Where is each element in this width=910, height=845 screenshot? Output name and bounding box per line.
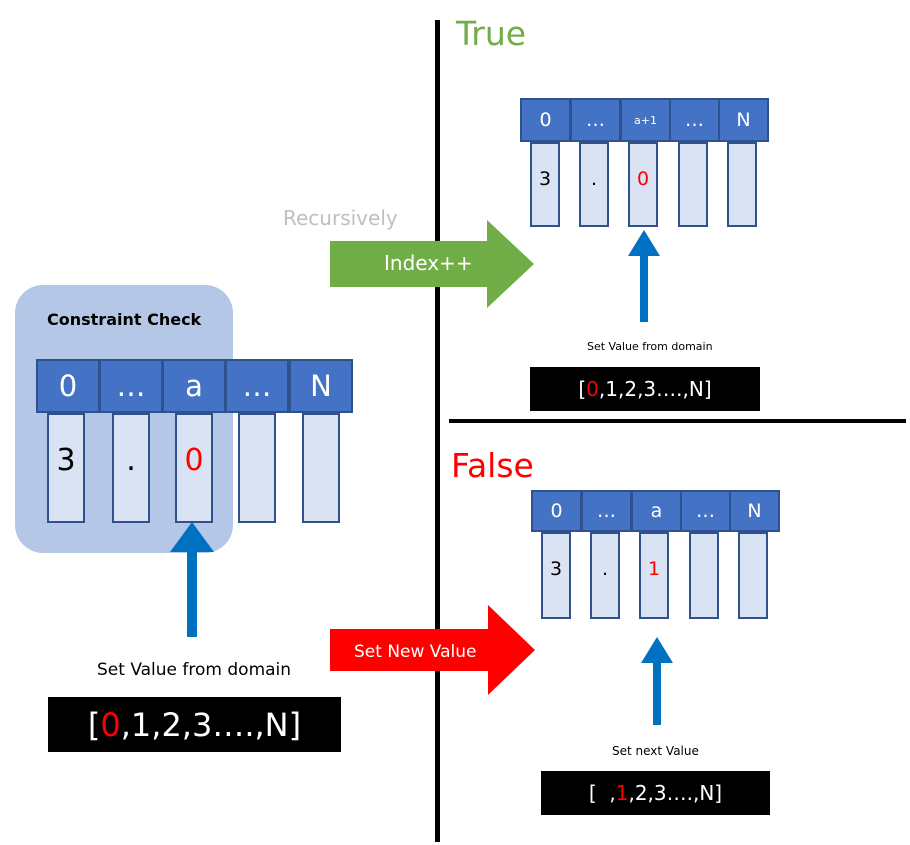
true-set-value-label: Set Value from domain bbox=[587, 340, 713, 353]
index-arrow-label: Index++ bbox=[384, 251, 473, 275]
recursively-label: Recursively bbox=[283, 206, 398, 230]
true-header-0: 0 bbox=[520, 98, 571, 142]
false-header-3: … bbox=[680, 490, 731, 532]
false-header-a: a bbox=[631, 490, 682, 532]
true-header-a1: a+1 bbox=[620, 98, 671, 142]
true-domain-first: 0 bbox=[586, 377, 599, 401]
false-cell-a: 1 bbox=[639, 532, 669, 619]
left-cell-0: 3 bbox=[47, 413, 85, 523]
false-title: False bbox=[451, 446, 534, 485]
left-domain-rest: ,1,2,3….,N] bbox=[120, 705, 302, 744]
false-header-1: … bbox=[581, 490, 632, 532]
set-new-value-label: Set New Value bbox=[354, 642, 477, 662]
left-cell-n bbox=[302, 413, 340, 523]
true-domain-box: [0,1,2,3….,N] bbox=[530, 367, 760, 411]
true-header-1: … bbox=[570, 98, 621, 142]
false-domain-open: [ , bbox=[588, 781, 616, 805]
true-cell-3 bbox=[678, 142, 708, 227]
left-header-3: … bbox=[225, 359, 289, 413]
index-arrow bbox=[330, 220, 534, 308]
true-up-arrow bbox=[628, 230, 660, 322]
true-header-3: … bbox=[669, 98, 720, 142]
false-domain-rest: ,2,3….,N] bbox=[628, 781, 723, 805]
vertical-divider bbox=[435, 20, 440, 842]
left-up-arrow bbox=[170, 522, 214, 637]
true-title: True bbox=[456, 14, 527, 53]
false-cell-1: . bbox=[590, 532, 620, 619]
left-domain-first: 0 bbox=[100, 705, 121, 744]
left-header-a: a bbox=[162, 359, 226, 413]
false-cell-n bbox=[738, 532, 768, 619]
left-header-0: 0 bbox=[36, 359, 100, 413]
false-domain-box: [ ,1,2,3….,N] bbox=[541, 771, 770, 815]
true-cell-a1: 0 bbox=[628, 142, 658, 227]
true-cell-1: . bbox=[579, 142, 609, 227]
left-domain-box: [0,1,2,3….,N] bbox=[48, 697, 341, 752]
false-set-value-label: Set next Value bbox=[612, 744, 699, 758]
false-cell-0: 3 bbox=[541, 532, 571, 619]
left-cell-1: . bbox=[112, 413, 150, 523]
left-header-1: … bbox=[99, 359, 163, 413]
set-new-value-arrow bbox=[330, 605, 535, 695]
true-cell-n bbox=[727, 142, 757, 227]
horizontal-divider bbox=[449, 419, 906, 423]
left-domain-open: [ bbox=[87, 705, 101, 744]
false-cell-3 bbox=[689, 532, 719, 619]
false-up-arrow bbox=[641, 637, 673, 725]
constraint-check-label: Constraint Check bbox=[47, 310, 202, 329]
false-header-0: 0 bbox=[531, 490, 582, 532]
false-header-n: N bbox=[729, 490, 780, 532]
true-domain-open: [ bbox=[578, 377, 587, 401]
left-cell-3 bbox=[238, 413, 276, 523]
true-domain-rest: ,1,2,3….,N] bbox=[598, 377, 712, 401]
left-header-n: N bbox=[289, 359, 353, 413]
false-domain-first: 1 bbox=[615, 781, 629, 805]
left-cell-a: 0 bbox=[175, 413, 213, 523]
left-set-value-label: Set Value from domain bbox=[97, 660, 292, 680]
true-header-n: N bbox=[718, 98, 769, 142]
true-cell-0: 3 bbox=[530, 142, 560, 227]
